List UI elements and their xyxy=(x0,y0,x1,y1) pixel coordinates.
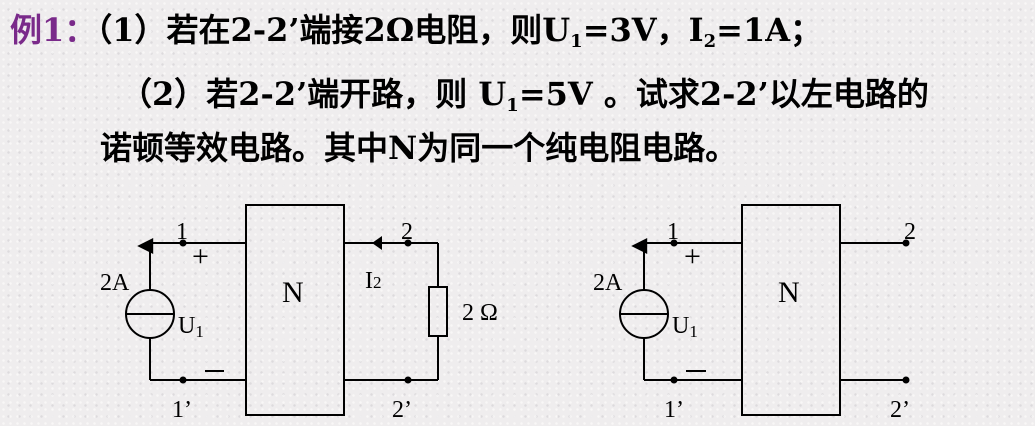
part2-suffix: =5V 。试求2-2’以左电路的 xyxy=(518,75,929,113)
part1-prefix: （1）若在2-2’端接2Ω电阻，则U xyxy=(96,11,571,49)
node1p-left: 1’ xyxy=(172,397,192,423)
part1-sub1: 1 xyxy=(570,31,583,52)
terminals-right xyxy=(670,239,910,384)
node1p-right: 1’ xyxy=(664,397,684,423)
plus-sign-right: + xyxy=(684,240,701,273)
source-label-left: 2A xyxy=(100,270,130,296)
terminal-1-right xyxy=(670,239,678,247)
part1-suffix: =1A； xyxy=(716,11,823,49)
terminal-1p-left xyxy=(179,376,187,384)
node1-right: 1 xyxy=(667,219,679,245)
problem-line-3: 诺顿等效电路。其中N为同一个纯电阻电路。 xyxy=(100,129,738,167)
voltage-sub-left: 1 xyxy=(195,322,204,341)
network-box-left xyxy=(245,204,345,416)
terminals-left xyxy=(179,239,412,384)
plus-sign-left: + xyxy=(192,240,209,273)
part2-prefix: （2）若2-2’端开路，则 U xyxy=(120,75,507,113)
source-label-right: 2A xyxy=(593,270,623,296)
network-label-right: N xyxy=(778,276,800,309)
resistor-label: 2 Ω xyxy=(462,300,498,326)
terminal-2-left xyxy=(404,239,412,247)
node2p-right: 2’ xyxy=(890,397,910,423)
part1-sub2: 2 xyxy=(703,31,717,52)
node2-right: 2 xyxy=(904,219,916,245)
current-i-left: I xyxy=(365,268,373,294)
part2-sub: 1 xyxy=(506,95,519,116)
node2-left: 2 xyxy=(401,219,413,245)
terminal-1p-right xyxy=(670,376,678,384)
part1-mid: =3V，I xyxy=(582,11,704,49)
circuit-right xyxy=(619,204,906,416)
problem-line-2: （2）若2-2’端开路，则 U1=5V 。试求2-2’以左电路的 xyxy=(120,74,929,116)
example-label: 例1： xyxy=(10,11,97,49)
node1-left: 1 xyxy=(176,219,188,245)
terminal-1-left xyxy=(179,239,187,247)
voltage-u-right: U xyxy=(672,313,689,339)
current-label-left: I2 xyxy=(365,268,382,294)
current-arrow-i2 xyxy=(372,236,382,250)
voltage-label-right: U1 xyxy=(672,313,698,341)
problem-line-1: 例1：（1）若在2-2’端接2Ω电阻，则U1=3V，I2=1A； xyxy=(10,10,823,52)
node2p-left: 2’ xyxy=(392,397,412,423)
terminal-2-right xyxy=(902,239,910,247)
circuit-left xyxy=(125,204,448,416)
terminal-2p-right xyxy=(902,376,910,384)
network-box-right xyxy=(741,204,841,416)
voltage-label-left: U1 xyxy=(178,313,204,341)
voltage-sub-right: 1 xyxy=(689,322,698,341)
terminal-2p-left xyxy=(404,376,412,384)
resistor-2ohm xyxy=(428,286,448,337)
current-sub-left: 2 xyxy=(373,273,382,292)
network-label-left: N xyxy=(282,276,304,309)
voltage-u-left: U xyxy=(178,313,195,339)
